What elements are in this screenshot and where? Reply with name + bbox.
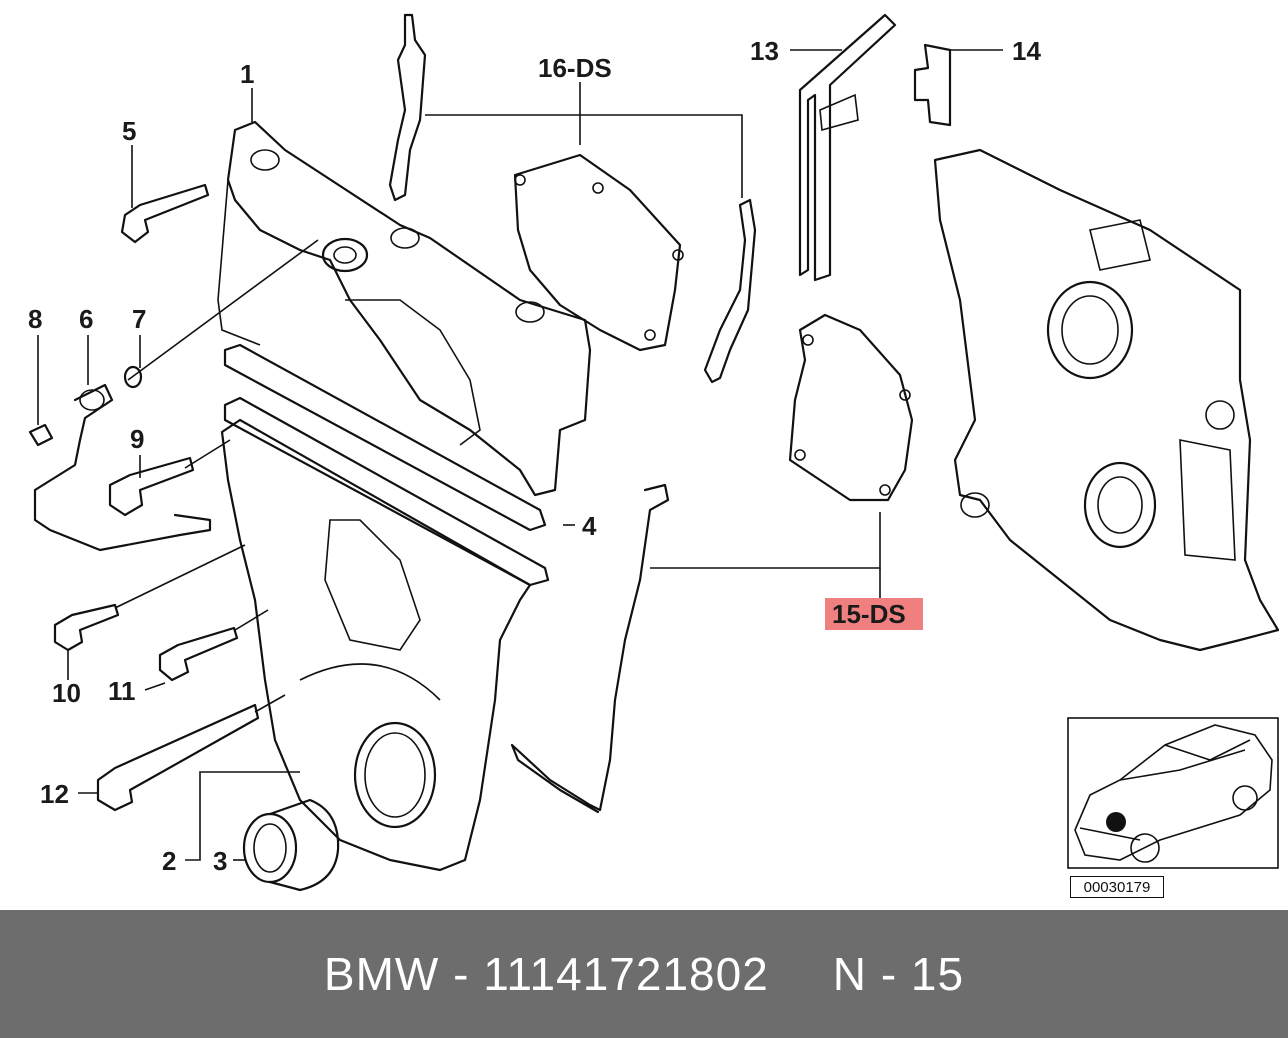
label-part-15-ds: 15-DS: [832, 599, 906, 629]
separator-1: -: [453, 948, 470, 1000]
label-part-10: 10: [52, 678, 81, 708]
narrow-gasket-left: [388, 13, 427, 202]
bolt-5: [120, 183, 210, 244]
location-dot: [1106, 812, 1126, 832]
label-part-14: 14: [1012, 36, 1041, 66]
seal-ring: [242, 798, 340, 892]
label-part-16-ds: 16-DS: [538, 53, 612, 83]
part-number-footer: BMW - 11141721802 N - 15: [0, 910, 1288, 1038]
label-part-7: 7: [132, 304, 146, 334]
narrow-gasket-right: [703, 198, 757, 384]
diagram-code: 00030179: [1070, 876, 1164, 898]
o-ring-7: [123, 365, 143, 389]
label-part-13: 13: [750, 36, 779, 66]
engine-block-section: [933, 148, 1280, 652]
position-number: 15: [910, 948, 965, 1000]
label-part-8: 8: [28, 304, 42, 334]
sealing-strip-13: [798, 13, 897, 282]
part-number: 11141721802: [483, 948, 769, 1000]
callout-labels: 1 5 16-DS 13 14 8 6 7 9 4 15-DS 10 11 12…: [28, 36, 1041, 876]
label-part-2: 2: [162, 846, 176, 876]
upper-timing-cover: [217, 120, 592, 497]
label-part-5: 5: [122, 116, 136, 146]
leader-lines: [37, 49, 1003, 861]
vehicle-inset: [1067, 717, 1279, 869]
gasket-strip: [223, 343, 550, 587]
label-part-1: 1: [240, 59, 254, 89]
label-part-4: 4: [582, 511, 597, 541]
gasket-15ds: [788, 313, 914, 502]
label-part-6: 6: [79, 304, 93, 334]
label-part-11: 11: [108, 676, 136, 706]
screw-8: [28, 423, 54, 447]
narrow-gasket-lower: [510, 483, 670, 814]
label-part-9: 9: [130, 424, 144, 454]
highlight-box: [825, 598, 923, 630]
bolt-10: [53, 603, 120, 652]
bracket-14: [913, 43, 952, 127]
bolt-11: [158, 626, 239, 682]
brand-text: BMW: [323, 948, 440, 1000]
exploded-parts-diagram: 1 5 16-DS 13 14 8 6 7 9 4 15-DS 10 11 12…: [28, 13, 1280, 892]
sensor-line-6: [33, 383, 212, 552]
gasket-16ds: [513, 153, 684, 352]
label-part-12: 12: [40, 779, 69, 809]
separator-2: -: [880, 948, 898, 1000]
label-part-3: 3: [213, 846, 227, 876]
lower-timing-cover: [220, 418, 532, 872]
bolt-12: [96, 703, 260, 812]
bolt-9: [108, 456, 195, 517]
position-prefix: N: [832, 948, 868, 1000]
